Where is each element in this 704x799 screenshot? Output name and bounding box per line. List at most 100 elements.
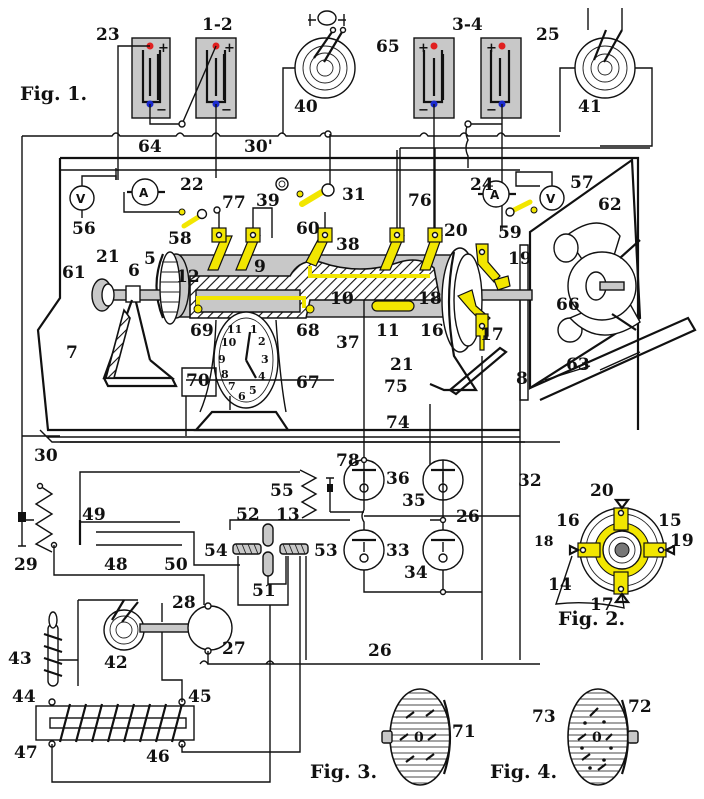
svg-text:9: 9 xyxy=(218,353,226,366)
coil-44-47 xyxy=(35,556,301,783)
ammeter-22: A xyxy=(123,178,180,213)
battery-cell-23: + − xyxy=(131,37,171,119)
svg-text:62: 62 xyxy=(598,195,622,215)
resistor-55 xyxy=(229,469,364,530)
svg-text:31: 31 xyxy=(342,185,366,205)
svg-text:69: 69 xyxy=(190,321,214,341)
svg-text:57: 57 xyxy=(570,173,594,193)
minus-sign: − xyxy=(418,103,429,118)
figure-2-commutator xyxy=(554,498,676,609)
svg-text:8: 8 xyxy=(516,369,528,389)
svg-text:15: 15 xyxy=(658,511,682,531)
svg-text:45: 45 xyxy=(188,687,212,707)
svg-text:26: 26 xyxy=(456,507,480,527)
plus-sign: + xyxy=(158,41,169,56)
svg-text:61: 61 xyxy=(62,263,86,283)
battery-cell-25: + − xyxy=(480,37,522,119)
svg-text:71: 71 xyxy=(452,722,476,742)
svg-text:73: 73 xyxy=(532,707,556,727)
svg-text:56: 56 xyxy=(72,219,96,239)
svg-text:12: 12 xyxy=(176,267,200,287)
svg-text:64: 64 xyxy=(138,137,162,157)
lamp-wiring xyxy=(360,456,520,596)
svg-text:59: 59 xyxy=(498,223,522,243)
svg-text:V: V xyxy=(76,192,86,206)
svg-text:28: 28 xyxy=(172,593,196,613)
figure-3-disc: 0 xyxy=(381,688,452,786)
svg-text:20: 20 xyxy=(590,481,614,501)
switch-59[interactable] xyxy=(505,199,538,217)
svg-text:37: 37 xyxy=(336,333,360,353)
voltmeter-56: V xyxy=(69,175,117,218)
switch-39-31[interactable] xyxy=(275,177,335,207)
svg-text:27: 27 xyxy=(222,639,246,659)
svg-text:18: 18 xyxy=(534,534,553,550)
label-battery-group-1-2: 1-2 xyxy=(202,15,233,35)
figure-1-caption: Fig. 1. xyxy=(20,83,87,105)
wiring-middle xyxy=(22,300,560,660)
svg-text:2: 2 xyxy=(258,335,266,348)
figure-4-disc: 0 xyxy=(567,688,639,786)
plus-sign: + xyxy=(224,41,235,56)
svg-text:34: 34 xyxy=(404,563,428,583)
svg-text:24: 24 xyxy=(470,175,494,195)
relay-assembly xyxy=(232,523,309,660)
svg-text:3: 3 xyxy=(261,353,269,366)
switch-58[interactable] xyxy=(178,206,221,229)
svg-text:68: 68 xyxy=(296,321,320,341)
commutator-wheel xyxy=(429,243,511,392)
svg-text:55: 55 xyxy=(270,481,294,501)
svg-text:8: 8 xyxy=(221,368,229,381)
svg-text:11: 11 xyxy=(227,323,242,336)
svg-text:54: 54 xyxy=(204,541,228,561)
svg-text:7: 7 xyxy=(228,380,236,393)
svg-text:63: 63 xyxy=(566,355,590,375)
magnet-assembly xyxy=(553,222,641,343)
stand-17-base xyxy=(448,346,508,396)
plus-sign: + xyxy=(486,41,497,56)
svg-text:10: 10 xyxy=(330,289,354,309)
svg-text:V: V xyxy=(546,192,556,206)
svg-text:6: 6 xyxy=(128,261,140,281)
voltmeter-57: V xyxy=(515,171,565,211)
svg-text:43: 43 xyxy=(8,649,32,669)
svg-text:16: 16 xyxy=(556,511,580,531)
clock-numerals: 1 2 3 4 5 6 7 8 9 10 11 xyxy=(218,323,269,403)
svg-text:46: 46 xyxy=(146,747,170,767)
motor-42 xyxy=(78,599,540,665)
svg-text:53: 53 xyxy=(314,541,338,561)
svg-text:19: 19 xyxy=(670,531,694,551)
svg-text:58: 58 xyxy=(168,229,192,249)
bell-40 xyxy=(282,10,356,134)
figure-2-caption: Fig. 2. xyxy=(558,608,625,630)
svg-text:0: 0 xyxy=(592,730,602,746)
bell-41 xyxy=(559,8,653,147)
svg-text:19: 19 xyxy=(508,249,532,269)
svg-text:52: 52 xyxy=(236,505,260,525)
svg-text:50: 50 xyxy=(164,555,188,575)
minus-sign: − xyxy=(156,103,167,118)
svg-text:1: 1 xyxy=(250,323,258,336)
svg-text:78: 78 xyxy=(336,451,360,471)
svg-text:74: 74 xyxy=(386,413,410,433)
svg-text:A: A xyxy=(139,186,149,200)
svg-text:38: 38 xyxy=(336,235,360,255)
svg-text:29: 29 xyxy=(14,555,38,575)
svg-text:0: 0 xyxy=(414,730,424,746)
rheostat-29 xyxy=(18,482,205,605)
svg-text:5: 5 xyxy=(249,384,257,397)
positive-terminal-icon xyxy=(430,42,438,50)
svg-text:22: 22 xyxy=(180,175,204,195)
battery-cell-65: + − xyxy=(413,37,455,119)
svg-text:21: 21 xyxy=(96,247,120,267)
svg-text:41: 41 xyxy=(578,97,602,117)
figure-4-caption: Fig. 4. xyxy=(490,761,557,783)
svg-text:76: 76 xyxy=(408,191,432,211)
svg-text:66: 66 xyxy=(556,295,580,315)
svg-text:26: 26 xyxy=(368,641,392,661)
svg-text:51: 51 xyxy=(252,581,276,601)
svg-text:67: 67 xyxy=(296,373,320,393)
contact-11 xyxy=(371,300,415,312)
label-battery-group-3-4: 3-4 xyxy=(452,15,483,35)
